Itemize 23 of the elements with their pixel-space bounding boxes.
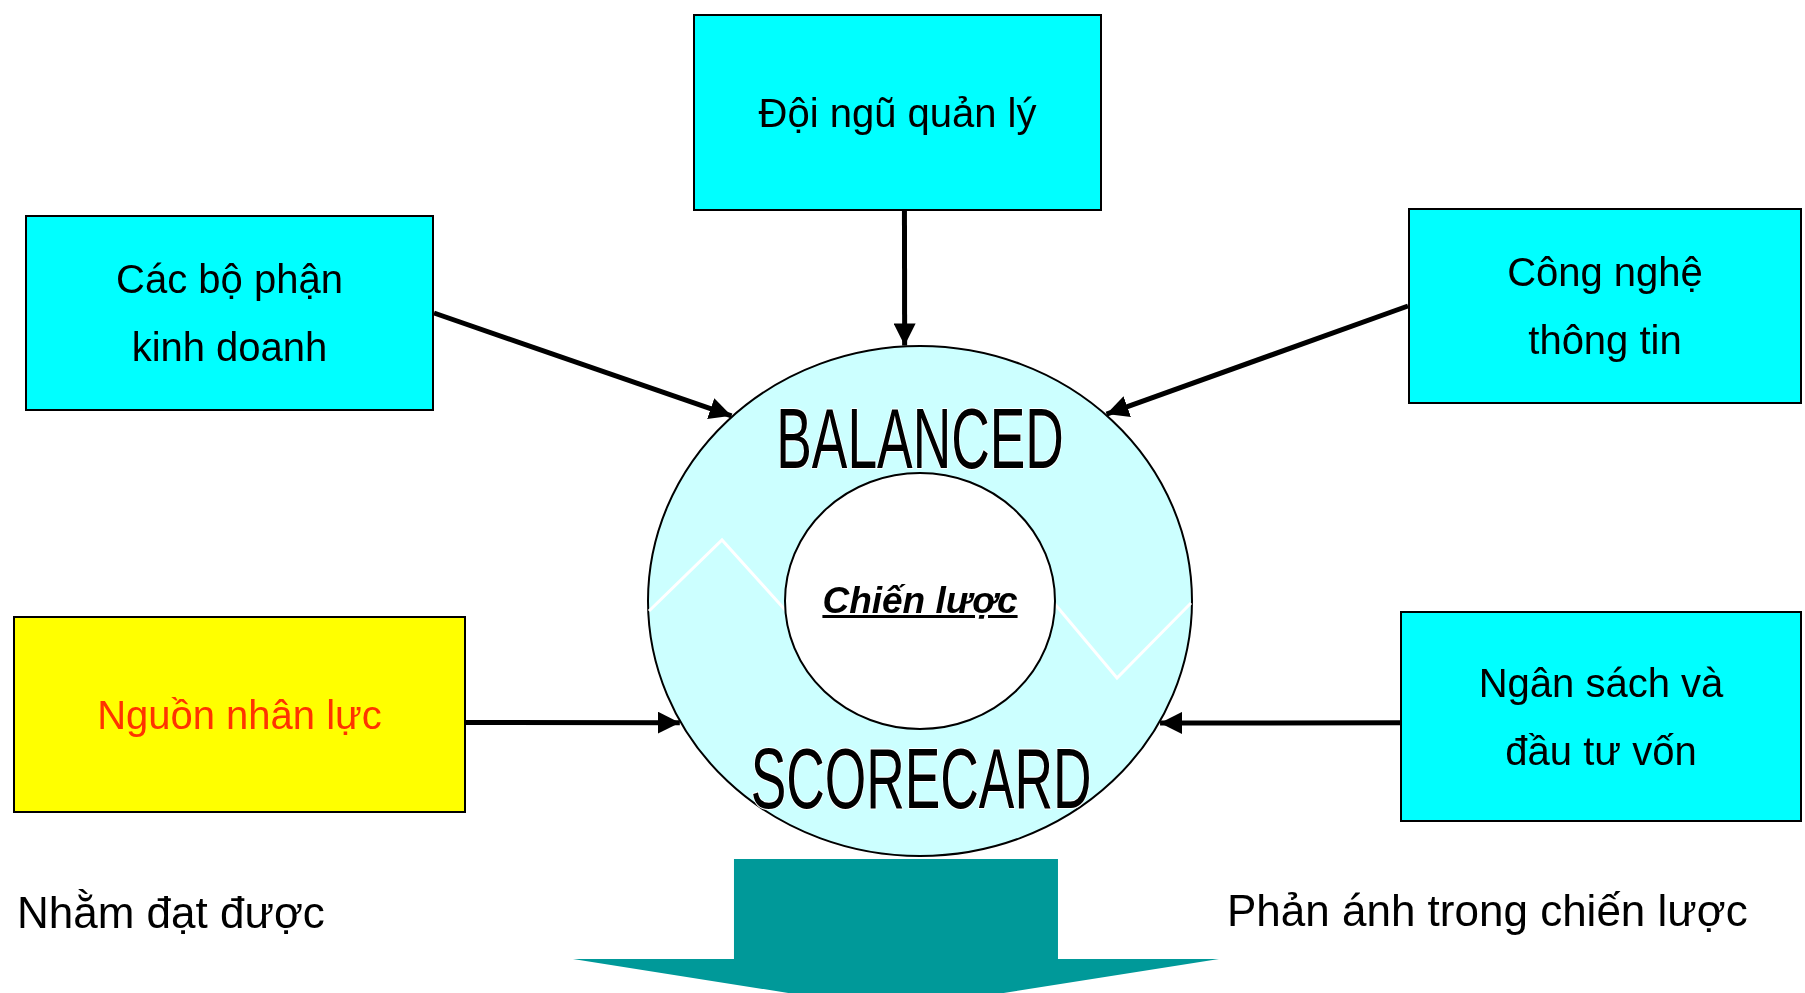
outlined-title: BALANCED (775, 393, 1065, 483)
box-label: Ngân sách và đầu tư vốn (1477, 659, 1725, 775)
block-arrow (573, 859, 1219, 993)
arrow (893, 211, 916, 346)
box-label: Nguồn nhân lực (96, 691, 383, 739)
box-label: Đội ngũ quản lý (757, 89, 1038, 137)
arrow (1160, 711, 1400, 734)
process-box (693, 14, 1102, 211)
box-label: Các bộ phận kinh doanh (115, 256, 344, 371)
arrow (433, 310, 733, 420)
process-box (1400, 611, 1802, 822)
ring-shape (647, 345, 1193, 857)
arrow (466, 711, 680, 734)
note-text: Phản ánh trong chiến lược (1227, 886, 1748, 936)
process-box (25, 215, 434, 411)
outlined-title: SCORECARD (750, 733, 1090, 823)
process-box (13, 616, 466, 813)
process-box (1408, 208, 1802, 404)
note-text: Nhằm đạt được (17, 888, 325, 938)
inner-circle (784, 472, 1056, 730)
center-label: Chiến lược (822, 580, 1018, 622)
arrow (1105, 303, 1409, 418)
box-label: Công nghệ thông tin (1506, 249, 1704, 364)
